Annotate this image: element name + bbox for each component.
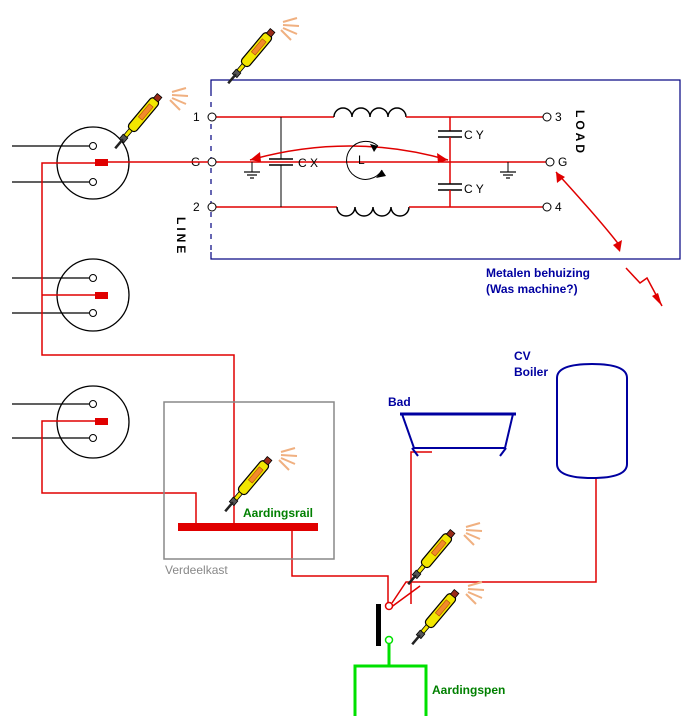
filter-enclosure — [210, 79, 681, 260]
cx-label: C X — [298, 156, 318, 170]
bathtub — [400, 412, 516, 457]
verdeelkast-label: Verdeelkast — [165, 563, 228, 577]
cv-boiler — [556, 362, 628, 480]
voltage-tester-icon — [403, 522, 483, 589]
voltage-tester-icon — [407, 581, 485, 649]
earth-wiring — [41, 161, 597, 609]
lightning-arrow — [625, 267, 663, 307]
coil-label: L — [358, 153, 365, 167]
voltage-tester-icon — [110, 87, 189, 153]
terminal-g-right-label: G — [558, 155, 567, 169]
filter-terminals — [207, 112, 555, 212]
load-label: LOAD — [573, 110, 587, 156]
earth-electrode — [353, 601, 428, 716]
boiler-label: Boiler — [514, 365, 548, 379]
terminal-4-label: 4 — [555, 200, 562, 214]
cy-bottom-label: C Y — [464, 182, 484, 196]
bad-label: Bad — [388, 395, 411, 409]
aardingsrail-bar — [178, 523, 318, 531]
aardingspen-label: Aardingspen — [432, 683, 505, 697]
terminal-2-label: 2 — [193, 200, 200, 214]
metalen-label-1: Metalen behuizing — [486, 266, 590, 280]
terminal-1-label: 1 — [193, 110, 200, 124]
terminal-3-label: 3 — [555, 110, 562, 124]
fault-arrow — [555, 171, 621, 247]
line-label: LINE — [174, 217, 188, 256]
filter-circuit — [213, 107, 548, 217]
verdeelkast-box — [163, 401, 335, 560]
aardingsrail-label: Aardingsrail — [243, 506, 313, 520]
voltage-tester-icon — [220, 447, 298, 516]
wall-socket-3 — [12, 385, 130, 459]
cy-top-label: C Y — [464, 128, 484, 142]
voltage-tester-icon — [223, 17, 300, 88]
metalen-label-2: (Was machine?) — [486, 282, 578, 296]
cv-label: CV — [514, 349, 531, 363]
